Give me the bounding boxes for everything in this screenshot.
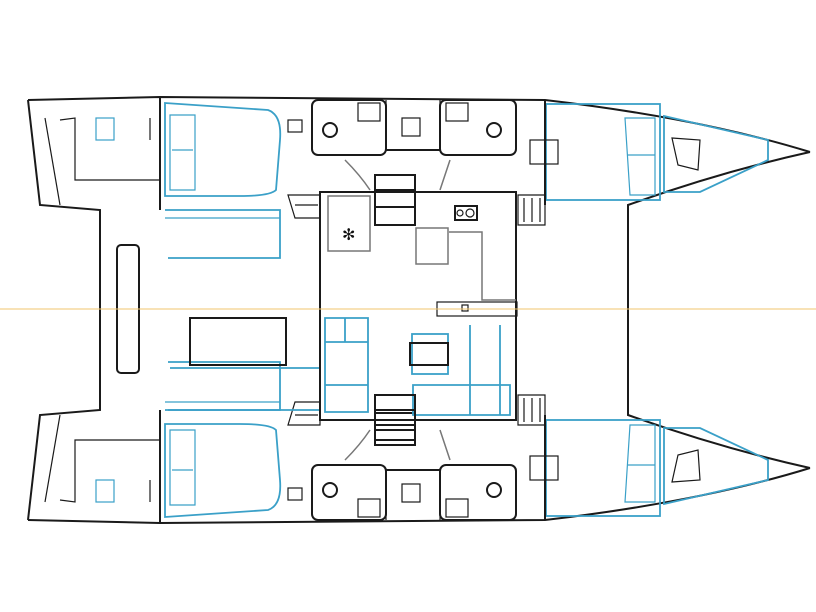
cockpit-table: [189, 317, 287, 366]
saloon: ✻: [319, 191, 518, 441]
bottom-hull: [27, 309, 811, 524]
top-hull: [27, 96, 811, 311]
cockpit-bench: [168, 367, 321, 411]
fan-icon: ✻: [342, 225, 355, 244]
